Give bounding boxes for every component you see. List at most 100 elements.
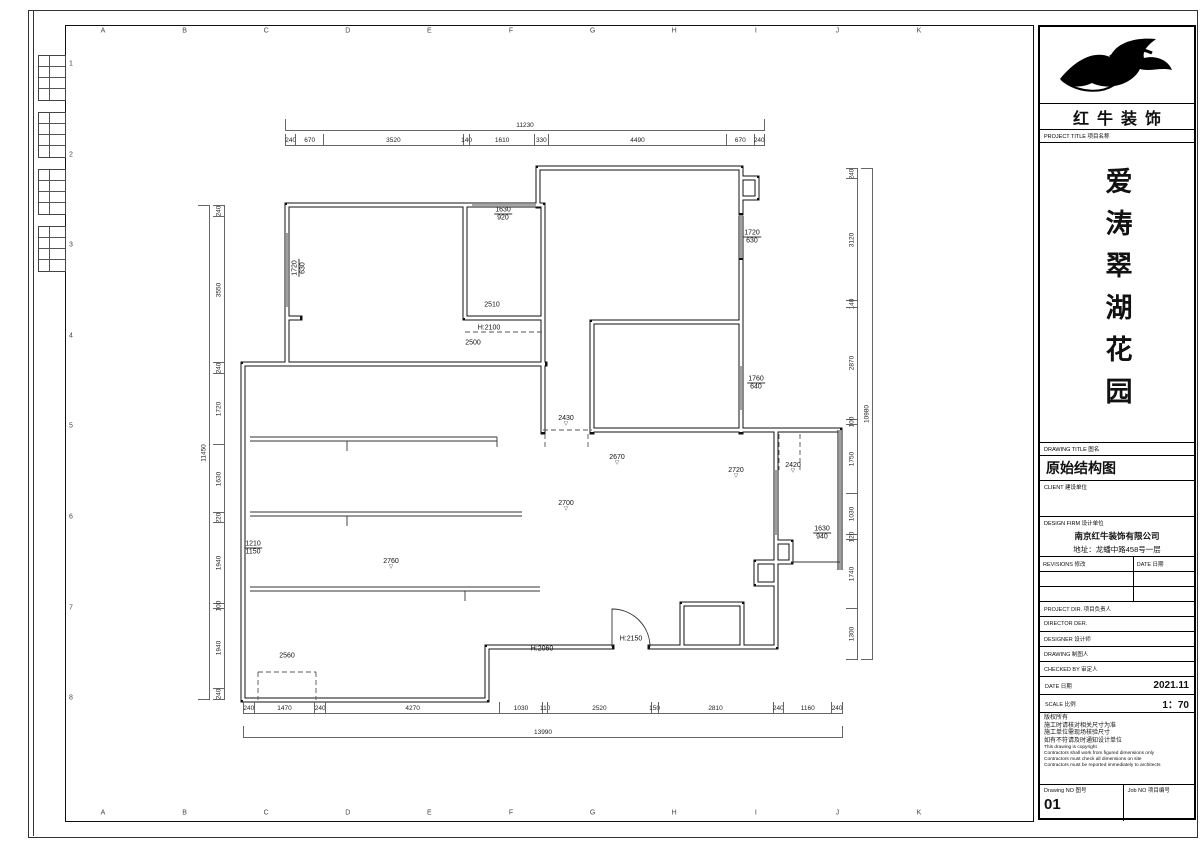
margin-signature-box (38, 112, 66, 158)
dimension-segment: 3550 (213, 215, 224, 362)
project-title-label: PROJECT TITLE 项目名称 (1040, 129, 1194, 142)
grid-mark: C (263, 809, 269, 817)
design-firm-address: 地址：龙蟠中路458号一层 (1073, 545, 1161, 554)
company-name: 红牛装饰 (1040, 103, 1194, 129)
grid-mark: J (835, 27, 840, 35)
dimension-segment: 140 (846, 298, 857, 310)
plan-dimension-label: 2430 (558, 415, 574, 427)
grid-mark: K (916, 27, 922, 35)
plan-dimension-label: 2500 (465, 339, 481, 347)
grid-mark: F (508, 809, 514, 817)
plan-dimension-label: 2700 (558, 500, 574, 512)
sheet-outer-border (28, 10, 1198, 838)
plan-dimension-label: H:2150 (619, 635, 643, 643)
bull-logo-icon (1060, 38, 1172, 92)
dimension-segment: 240 (243, 702, 254, 713)
date-row: DATE 日期 2021.11 (1040, 676, 1194, 694)
grid-mark: K (916, 809, 922, 817)
grid-mark: J (835, 809, 840, 817)
company-logo (1040, 27, 1194, 103)
dimension-segment: 240 (213, 688, 224, 701)
dimension-segment: 4490 (547, 134, 726, 145)
grid-mark: I (754, 27, 757, 35)
copyright-line: Contractors shall work from figured dime… (1044, 751, 1155, 756)
grid-mark: G (589, 809, 596, 817)
design-firm-label: DESIGN FIRM 设计单位 (1040, 516, 1194, 529)
dimension-segment: 100 (213, 600, 224, 612)
grid-mark: E (427, 27, 432, 35)
dimension-segment: 670 (295, 134, 322, 145)
designer-row: DESIGNER 设计师 (1040, 631, 1194, 646)
copyright-line: 施工单位需现场核验尺寸 (1044, 730, 1111, 736)
copyright-block: 版权所有施工时请核对相关尺寸为准施工单位需现场核验尺寸如有不符请及时通知设计单位… (1040, 712, 1194, 784)
grid-mark: B (182, 809, 187, 817)
project-name: 爱涛翠湖花园 (1101, 166, 1132, 419)
project-name-block: 爱涛翠湖花园 (1040, 142, 1194, 442)
plan-dimension-label: 2510 (484, 301, 500, 309)
date-value: 2021.11 (1153, 680, 1189, 691)
dimension-segment: 240 (846, 168, 857, 180)
dimension-segment: 240 (772, 702, 784, 713)
client-label: CLIENT 建设单位 (1040, 480, 1194, 493)
dimension-segment: 11230 (285, 119, 765, 130)
drawing-title-label: DRAWING TITLE 图名 (1040, 442, 1194, 455)
grid-mark: 2 (69, 151, 73, 159)
dimension-chain-bottom-total: 13990 (243, 726, 843, 738)
copyright-line: 施工时请核对相关尺寸为准 (1044, 722, 1117, 729)
dimension-segment: 3120 (846, 178, 857, 300)
grid-mark: 5 (69, 422, 73, 430)
dimension-segment: 1610 (469, 134, 534, 145)
job-number-cell: Job NO 项目编号 (1124, 785, 1194, 821)
margin-signature-box (38, 169, 66, 215)
dimension-segment: 2870 (846, 306, 857, 419)
director-row: DIRECTOR DER. (1040, 616, 1194, 631)
dimension-segment: 240 (285, 134, 296, 145)
dimension-segment: 2520 (547, 702, 650, 713)
grid-mark: G (589, 27, 596, 35)
plan-dimension-label: 2760 (383, 558, 399, 570)
dimension-segment: 150 (649, 702, 660, 713)
dimension-segment: 1300 (846, 607, 857, 660)
plan-dimension-label: 2670 (609, 454, 625, 466)
drawing-no-value: 01 (1044, 796, 1061, 813)
grid-mark: D (345, 809, 351, 817)
dimension-segment: 240 (213, 362, 224, 374)
dimension-segment: 220 (213, 512, 224, 524)
dimension-segment: 10980 (861, 168, 872, 660)
revisions-header: REVISIONS 修改 DATE 日期 (1040, 556, 1194, 571)
margin-signature-box (38, 226, 66, 272)
dimension-chain-right-total: 10980 (861, 168, 873, 660)
grid-mark: H (671, 809, 677, 817)
copyright-line: 如有不符请及时通知设计单位 (1044, 737, 1123, 744)
grid-mark: B (182, 27, 187, 35)
scale-label: SCALE 比例 (1045, 701, 1076, 708)
grid-mark: A (100, 27, 106, 35)
dimension-segment: 240 (753, 134, 765, 145)
revisions-label: REVISIONS 修改 (1043, 562, 1086, 568)
dimension-segment: 140 (461, 134, 472, 145)
margin-signature-box (38, 55, 66, 101)
dimension-segment: 4270 (325, 702, 499, 713)
grid-mark: A (100, 809, 106, 817)
dimension-segment: 1030 (499, 702, 542, 713)
copyright-chinese: 版权所有施工时请核对相关尺寸为准施工单位需现场核验尺寸如有不符请及时通知设计单位 (1044, 715, 1190, 745)
grid-mark: 6 (69, 513, 73, 521)
grid-mark: 3 (69, 241, 73, 249)
revisions-empty-row (1040, 586, 1194, 601)
plan-dimension-label: 2560 (279, 652, 295, 660)
grid-mark: E (427, 809, 432, 817)
dimension-segment: 2810 (657, 702, 773, 713)
plan-dimension-label: H:2060 (530, 645, 554, 653)
grid-mark: 1 (69, 60, 73, 68)
drawing-number-cell: Drawing NO 图号 01 (1040, 785, 1124, 821)
dimension-segment: 1160 (783, 702, 831, 713)
copyright-line: Contractors must check all dimensions on… (1044, 757, 1142, 762)
dimension-segment: 13990 (243, 726, 843, 737)
copyright-line: Contractors must be reported immediately… (1044, 763, 1161, 768)
plan-dimension-label: 2420 (785, 462, 801, 474)
drawing-number-row: Drawing NO 图号 01 Job NO 项目编号 (1040, 784, 1194, 821)
client-value-empty (1040, 493, 1194, 516)
